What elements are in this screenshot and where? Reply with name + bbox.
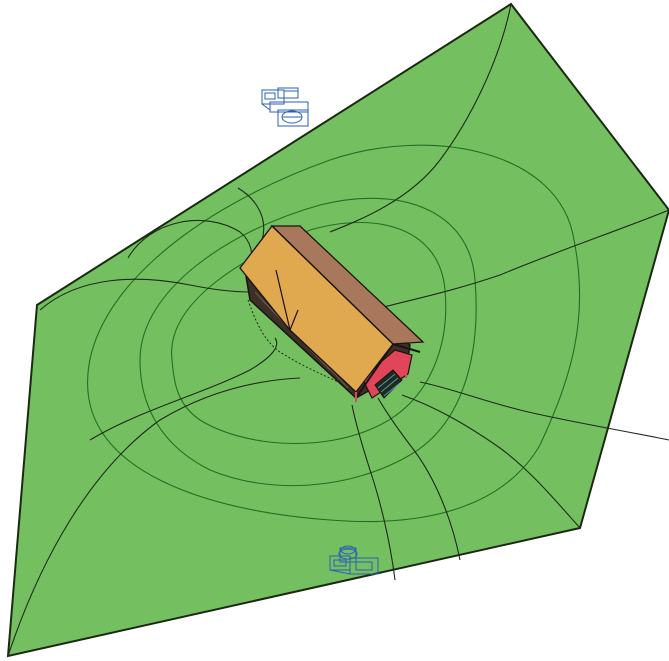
entry-stairs[interactable] xyxy=(374,369,403,399)
grading-line-se2 xyxy=(401,394,581,529)
grading-line-ne1 xyxy=(329,3,512,233)
grading-line-s1 xyxy=(377,397,461,561)
grading-line-w1 xyxy=(39,278,251,311)
camera-icon[interactable] xyxy=(329,545,379,575)
camera-icon[interactable] xyxy=(261,87,309,127)
grading-line-e1 xyxy=(379,209,669,309)
grading-line-se1 xyxy=(419,381,669,441)
roof-light-side[interactable] xyxy=(239,225,394,393)
roof-dormer xyxy=(275,269,299,332)
contour-middle xyxy=(139,197,477,487)
gable-end-wall[interactable] xyxy=(361,349,413,399)
grading-line-s2 xyxy=(351,404,396,581)
roof-ridge xyxy=(271,225,394,345)
house-model[interactable] xyxy=(239,225,425,402)
grading-line-sw1 xyxy=(7,377,301,657)
building-pad-boundary xyxy=(247,299,361,393)
grading-lines xyxy=(7,3,669,657)
contour-outer xyxy=(87,144,581,523)
